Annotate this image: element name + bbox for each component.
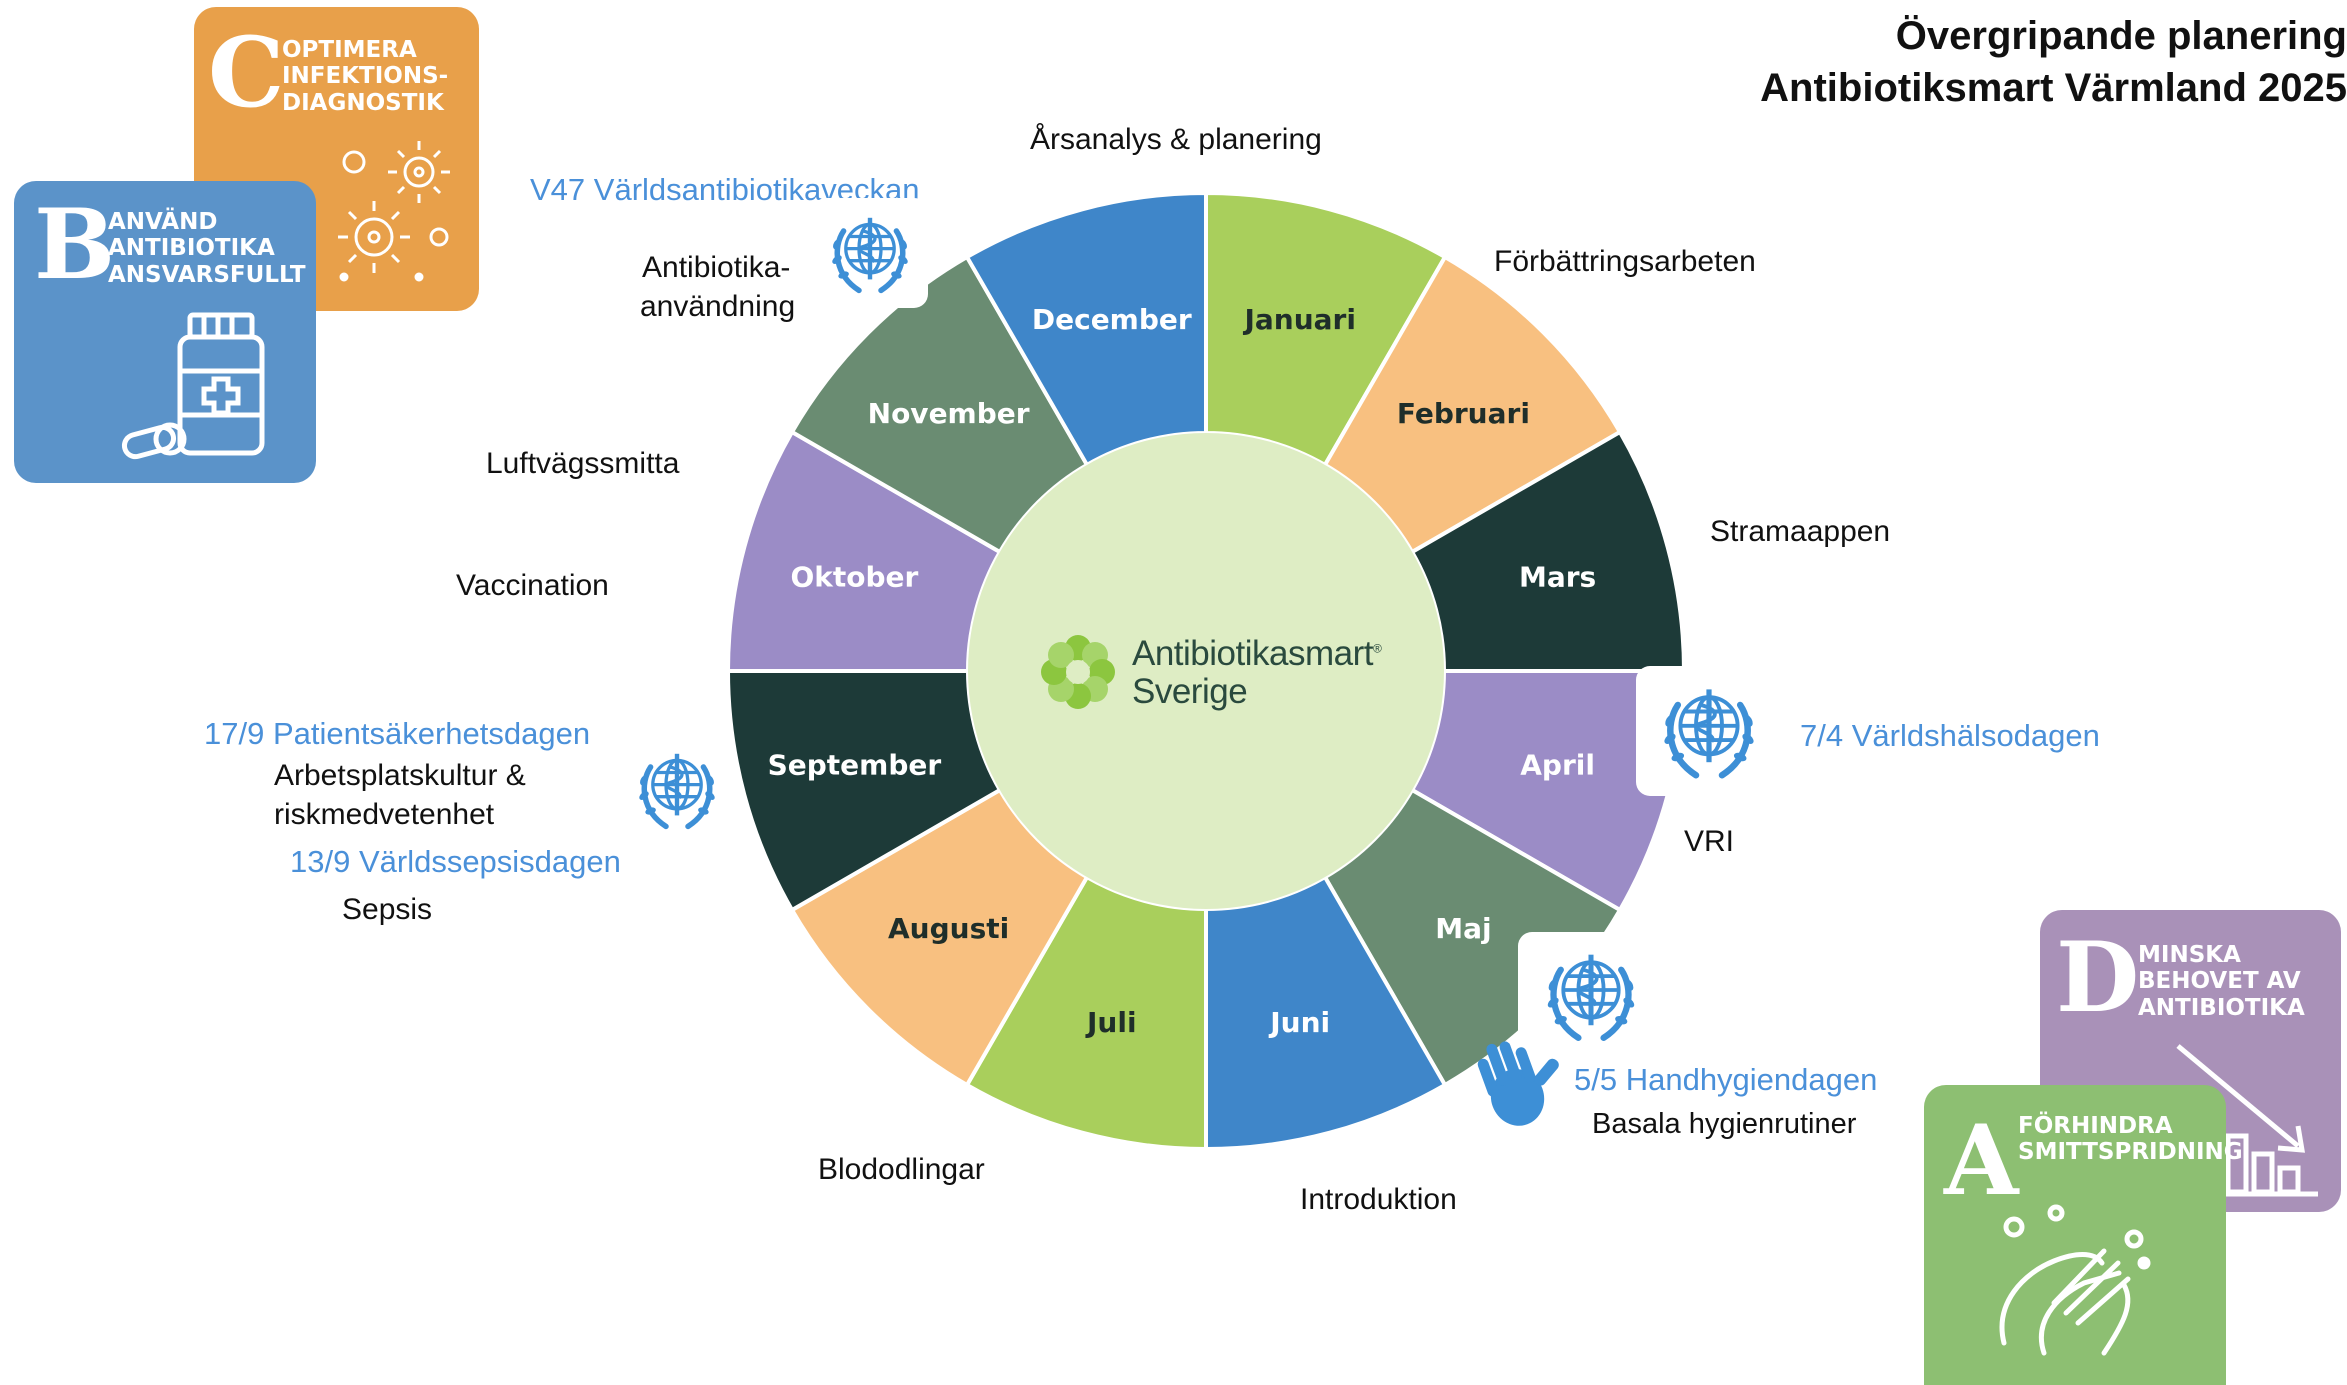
month-label-augusti: Augusti <box>888 912 1009 945</box>
month-label-november: November <box>868 397 1030 430</box>
month-label-december: December <box>1032 303 1192 336</box>
who-emblem-icon <box>1636 666 1782 796</box>
month-label-juni: Juni <box>1268 1006 1330 1039</box>
card-a-letter: A <box>1944 1104 2019 1217</box>
theme-day-handhygien: 5/5 Handhygiendagen <box>1574 1062 1878 1097</box>
goal-card-b: B ANVÄND ANTIBIOTIKA ANSVARSFULLT <box>14 181 316 483</box>
flower-logo-icon <box>1041 635 1115 709</box>
card-d-letter: D <box>2056 921 2140 1034</box>
topic-antibiotika-1: Antibiotika- <box>642 251 791 284</box>
theme-day-halsodagen: 7/4 Världshälsodagen <box>1800 718 2100 753</box>
center-circle <box>968 433 1444 909</box>
goal-card-a: A FÖRHINDRA SMITTSPRIDNING <box>1924 1085 2243 1385</box>
topic-forbattring: Förbättringsarbeten <box>1494 245 1756 278</box>
virus-icon <box>338 141 450 282</box>
title-line-2: Antibiotiksmart Värmland 2025 <box>1760 66 2347 110</box>
topic-introduktion: Introduktion <box>1300 1183 1457 1216</box>
center-logo: Antibiotikasmart® Sverige <box>1036 628 1396 718</box>
topic-basala: Basala hygienrutiner <box>1592 1108 1857 1140</box>
medicine-bottle-icon <box>121 312 265 460</box>
topic-arbetsplats-2: riskmedvetenhet <box>274 798 495 831</box>
card-a-text: FÖRHINDRA SMITTSPRIDNING <box>2018 1113 2243 1166</box>
theme-day-sepsisdagen: 13/9 Världssepsisdagen <box>290 844 621 879</box>
title-line-1: Övergripande planering <box>1895 14 2347 58</box>
theme-day-patientsakerhet: 17/9 Patientsäkerhetsdagen <box>204 716 591 751</box>
hand-print-icon <box>1477 1041 1559 1126</box>
month-label-mars: Mars <box>1519 560 1596 593</box>
month-label-oktober: Oktober <box>790 560 918 593</box>
hand-washing-icon <box>1999 1204 2151 1356</box>
who-emblem-icon <box>1518 932 1664 1058</box>
card-b-letter: B <box>34 188 116 301</box>
month-label-februari: Februari <box>1397 397 1530 430</box>
card-d-text: MINSKA BEHOVET AV ANTIBIOTIKA <box>2138 942 2305 1021</box>
who-emblem-icon <box>812 198 928 308</box>
topic-arsanalys: Årsanalys & planering <box>1030 123 1322 156</box>
topic-stramaappen: Stramaappen <box>1710 515 1891 548</box>
logo-line-2: Sverige <box>1132 672 1248 711</box>
topic-vaccination: Vaccination <box>456 569 609 602</box>
topic-luftvag: Luftvägssmitta <box>486 447 680 480</box>
logo-registered: ® <box>1372 641 1382 656</box>
topic-arbetsplats-1: Arbetsplatskultur & <box>274 759 526 792</box>
topic-vri: VRI <box>1684 825 1735 858</box>
logo-line-1: Antibiotikasmart <box>1132 634 1373 673</box>
declining-chart-icon <box>2176 1044 2318 1197</box>
card-c-letter: C <box>208 16 285 129</box>
topic-antibiotika-2: användning <box>640 290 796 323</box>
month-label-juli: Juli <box>1085 1006 1137 1039</box>
month-label-januari: Januari <box>1242 303 1355 336</box>
topic-blododlingar: Blododlingar <box>818 1153 985 1186</box>
month-label-september: September <box>768 749 942 782</box>
topic-sepsis: Sepsis <box>342 893 433 926</box>
month-label-maj: Maj <box>1435 912 1491 945</box>
card-b-text: ANVÄND ANTIBIOTIKA ANSVARSFULLT <box>108 209 306 288</box>
card-c-text: OPTIMERA INFEKTIONS- DIAGNOSTIK <box>282 37 449 116</box>
month-label-april: April <box>1520 749 1595 782</box>
who-emblem-icon <box>612 734 742 844</box>
